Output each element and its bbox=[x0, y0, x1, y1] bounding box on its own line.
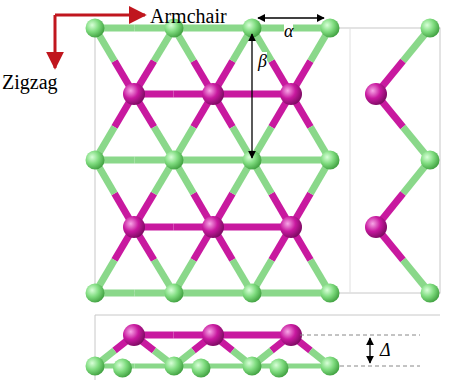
dimension-arrow bbox=[251, 34, 252, 158]
green-atom bbox=[165, 284, 184, 303]
green-atom bbox=[321, 151, 340, 170]
direction-arrow bbox=[55, 14, 145, 17]
green-atom bbox=[421, 19, 440, 38]
direction-label: Armchair bbox=[150, 6, 227, 26]
direction-label: Zigzag bbox=[2, 72, 58, 92]
magenta-atom bbox=[365, 216, 387, 238]
magenta-atom bbox=[123, 324, 145, 346]
cell-outline bbox=[95, 315, 440, 316]
direction-arrow bbox=[54, 15, 57, 68]
magenta-atom bbox=[365, 83, 387, 105]
bonds bbox=[95, 28, 430, 366]
magenta-atom bbox=[123, 83, 145, 105]
green-atom bbox=[113, 359, 132, 378]
magenta-atom bbox=[202, 324, 224, 346]
dimension-arrow bbox=[258, 17, 324, 18]
green-atom bbox=[86, 357, 105, 376]
dimension-arrow bbox=[369, 338, 370, 363]
reference-line bbox=[340, 366, 420, 367]
magenta-atom bbox=[280, 216, 302, 238]
dimension-lines bbox=[55, 15, 420, 366]
magenta-atom bbox=[202, 83, 224, 105]
unit-cell bbox=[95, 28, 440, 380]
dimension-label: Δ bbox=[380, 341, 391, 359]
magenta-atom bbox=[123, 216, 145, 238]
green-atom bbox=[421, 151, 440, 170]
atoms bbox=[86, 19, 440, 378]
green-atom bbox=[86, 284, 105, 303]
green-atom bbox=[270, 359, 289, 378]
magenta-atom bbox=[202, 216, 224, 238]
green-atom bbox=[321, 19, 340, 38]
green-atom bbox=[243, 357, 262, 376]
green-atom bbox=[321, 357, 340, 376]
cell-outline bbox=[95, 28, 440, 293]
green-atom bbox=[86, 19, 105, 38]
green-atom bbox=[86, 151, 105, 170]
magenta-atom bbox=[280, 83, 302, 105]
dimension-label: β bbox=[258, 52, 267, 70]
magenta-atom bbox=[280, 324, 302, 346]
reference-line bbox=[300, 335, 420, 336]
dimension-label: α bbox=[284, 22, 293, 40]
green-atom bbox=[421, 284, 440, 303]
green-atom bbox=[243, 284, 262, 303]
green-atom bbox=[165, 357, 184, 376]
cell-outline bbox=[350, 28, 351, 293]
green-atom bbox=[321, 284, 340, 303]
green-atom bbox=[165, 151, 184, 170]
green-atom bbox=[192, 359, 211, 378]
